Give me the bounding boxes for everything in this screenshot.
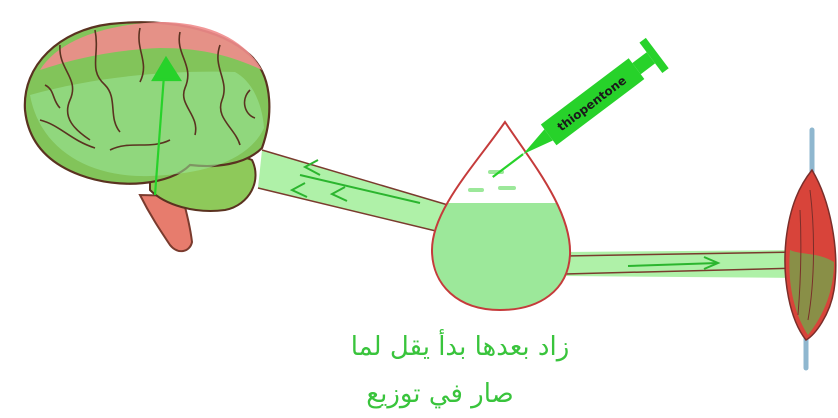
caption-line-2: صار في توزيع [366,379,513,409]
caption: زاد بعدها بدأ يقل لما صار في توزيع [351,328,570,409]
brain-icon [25,22,270,251]
syringe-label: thiopentone [555,73,629,134]
muscle-icon [785,130,836,368]
caption-line-1: زاد بعدها بدأ يقل لما [351,328,570,362]
brain-tube [258,150,448,232]
blood-drop-icon [420,122,590,323]
syringe-icon: thiopentone [481,38,668,192]
